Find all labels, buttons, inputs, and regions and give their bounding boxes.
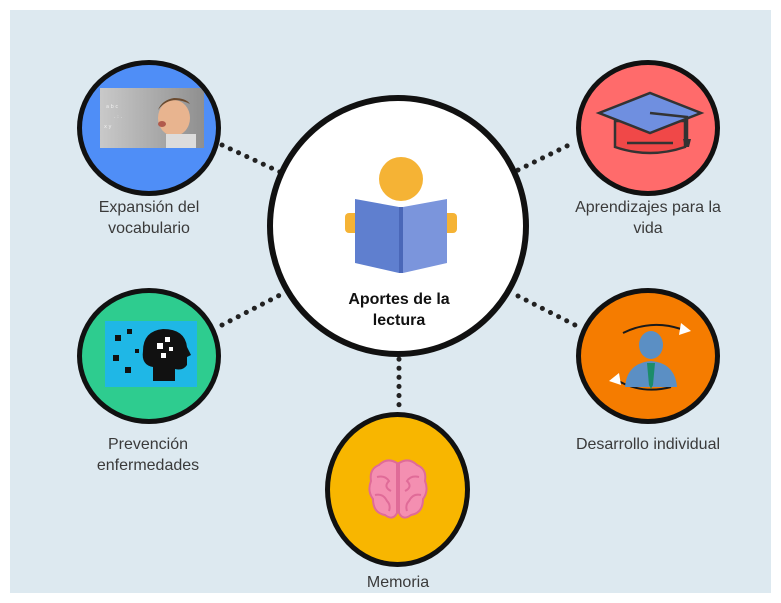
node-vocabulario: a b c . : .x y [77,60,221,196]
reading-person-icon [345,157,457,273]
node-memoria [325,412,470,567]
brain-icon [368,459,428,519]
svg-text:a b c: a b c [106,104,118,110]
svg-text:. : .: . : . [114,114,122,120]
child-speaking-image: a b c . : .x y [100,88,204,148]
label-desarrollo: Desarrollo individual [575,436,721,453]
connector-aprendizajes [515,140,576,173]
label-aprendizajes: Aprendizajes para la vida [575,199,721,237]
connector-vocabulario [219,142,283,175]
graduation-cap-icon [595,91,705,155]
person-growth-icon [609,323,691,391]
center-node: Aportes de la lectura [267,95,529,357]
head-puzzle-icon [105,321,197,387]
center-title: Aportes de la lectura [348,291,450,329]
label-memoria: Memoria [366,574,430,591]
label-vocabulario: Expansión del vocabulario [98,199,200,237]
label-prevencion: Prevención enfermedades [96,436,200,474]
connector-desarrollo [515,293,578,328]
svg-text:x y: x y [104,124,112,130]
connector-prevencion [219,292,283,328]
node-desarrollo [576,288,720,424]
node-prevencion [77,288,221,424]
node-aprendizajes [576,60,720,196]
